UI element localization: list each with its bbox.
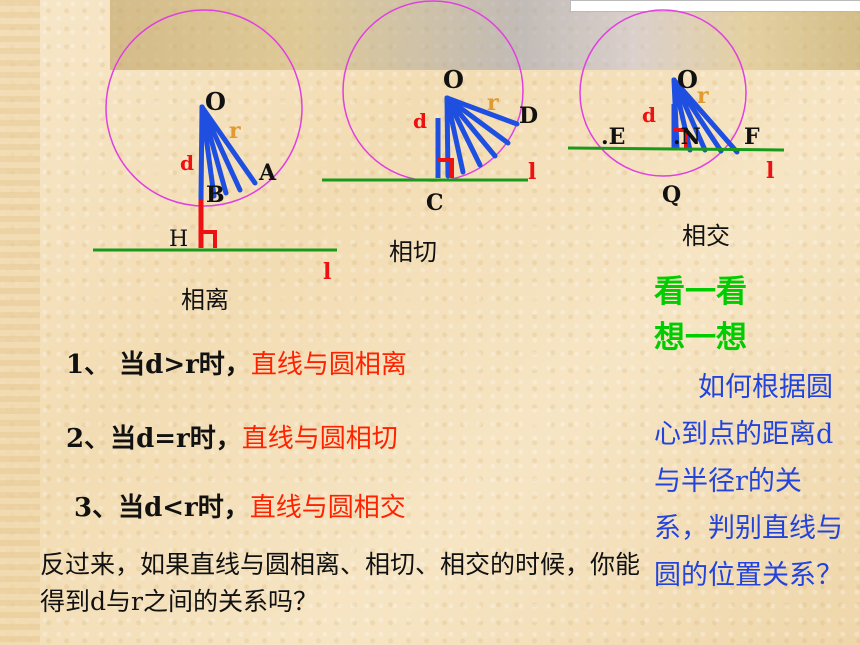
condition-2: 2、当d=r时，直线与圆相切 (66, 418, 398, 455)
label-r-tangent: r (487, 90, 499, 116)
label-d-point-tangent: D (519, 103, 538, 129)
condition-1: 1、 当d>r时，直线与圆相离 (66, 344, 407, 381)
right-angle-intersect (674, 128, 688, 150)
diagram-tangent: O r d D C l (322, 0, 538, 216)
label-l-tangent: l (528, 159, 536, 185)
label-o-apart: O (205, 87, 226, 116)
radius-fan-apart (198, 104, 258, 203)
background-strip (0, 0, 40, 645)
label-d-tangent: d (413, 109, 427, 133)
look-heading: 看一看 (654, 274, 747, 310)
label-f-intersect: F (744, 124, 760, 150)
circle-apart (105, 9, 303, 207)
caption-apart: 相离 (181, 286, 229, 314)
condition-3-prefix: 3、当d<r时， (74, 493, 250, 523)
think-heading: 想一想 (654, 320, 747, 356)
circle-intersect (579, 9, 747, 177)
label-l-apart: l (323, 259, 331, 285)
label-h-apart: H (169, 227, 188, 252)
label-o-intersect: O (677, 65, 698, 94)
right-angle-tangent (438, 158, 454, 178)
right-angle-apart (201, 230, 217, 248)
label-l-intersect: l (766, 158, 774, 184)
condition-2-prefix: 2、当d=r时， (66, 424, 242, 454)
decorative-box (570, 0, 860, 12)
condition-1-result: 直线与圆相离 (250, 350, 407, 380)
label-r-apart: r (229, 118, 241, 144)
label-b-apart: B (206, 182, 225, 208)
label-o-tangent: O (443, 65, 464, 94)
caption-intersect: 相交 (682, 222, 730, 250)
caption-tangent: 相切 (389, 238, 437, 266)
diagram-intersect: O r d .E .N F Q l (567, 9, 785, 208)
label-d-apart: d (180, 151, 194, 175)
label-d-intersect: d (642, 103, 656, 127)
question-text: 反过来，如果直线与圆相离、相切、相交的时候，你能得到d与r之间的关系吗？ (40, 550, 641, 616)
radius-fan-tangent (444, 95, 520, 179)
condition-3-result: 直线与圆相交 (249, 493, 406, 523)
label-n-intersect: .N (673, 124, 701, 150)
condition-1-prefix: 1、 当d>r时， (66, 350, 251, 380)
line-l-intersect (567, 146, 785, 152)
label-a-apart: A (258, 160, 277, 186)
sidebar-text: 如何根据圆心到点的距离d与半径r的关系，判别直线与圆的位置关系？ (654, 372, 843, 591)
diagram-apart: O r d A B H l (93, 9, 337, 285)
label-c-tangent: C (426, 190, 444, 216)
label-r-intersect: r (697, 83, 709, 109)
condition-3: 3、当d<r时，直线与圆相交 (74, 487, 406, 524)
label-q-intersect: Q (662, 182, 681, 208)
condition-2-result: 直线与圆相切 (241, 424, 398, 454)
label-e-intersect: .E (601, 124, 625, 150)
